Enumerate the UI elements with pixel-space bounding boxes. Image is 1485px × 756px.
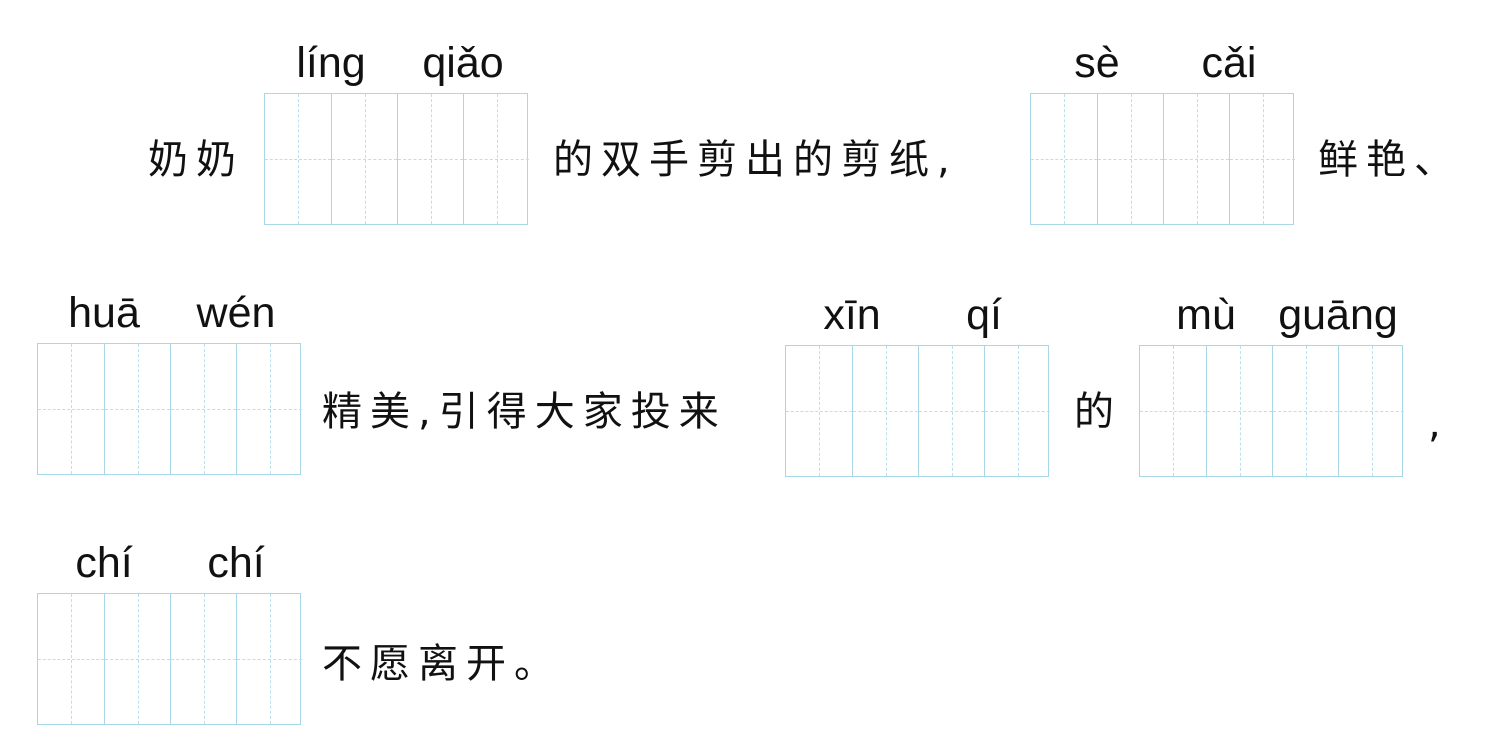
grid-cell xyxy=(1163,94,1229,224)
grid-cell xyxy=(984,346,1050,476)
pinyin-mu: mù xyxy=(1176,291,1236,339)
pinyin-xin: xīn xyxy=(823,291,881,339)
answer-grid-muguang[interactable] xyxy=(1139,345,1404,477)
sentence-text-2b: 的 xyxy=(1074,389,1122,435)
sentence-text-1b: 的双手剪出的剪纸, xyxy=(553,137,958,183)
pinyin-ling: líng xyxy=(296,39,366,87)
answer-grid-secai[interactable] xyxy=(1030,93,1295,225)
pinyin-chi-2: chí xyxy=(207,539,265,587)
grid-cell xyxy=(170,594,236,724)
grid-cell xyxy=(1140,346,1206,476)
sentence-text-2c: , xyxy=(1428,401,1449,447)
grid-cell xyxy=(265,94,331,224)
grid-cell xyxy=(397,94,463,224)
grid-cell xyxy=(1206,346,1272,476)
sentence-text-1c: 鲜艳、 xyxy=(1318,137,1462,183)
pinyin-chi-1: chí xyxy=(75,539,133,587)
grid-cell xyxy=(104,344,170,474)
grid-cell xyxy=(1229,94,1295,224)
grid-cell xyxy=(852,346,918,476)
grid-cell xyxy=(1097,94,1163,224)
pinyin-hua: huā xyxy=(68,289,140,337)
answer-grid-xinqi[interactable] xyxy=(785,345,1050,477)
grid-cell xyxy=(170,344,236,474)
grid-cell xyxy=(38,594,104,724)
pinyin-cai: cǎi xyxy=(1201,39,1257,87)
grid-cell xyxy=(918,346,984,476)
answer-grid-lingqiao[interactable] xyxy=(264,93,529,225)
grid-cell xyxy=(1338,346,1404,476)
sentence-text-1a: 奶奶 xyxy=(148,137,244,183)
pinyin-qi: qí xyxy=(966,291,1002,339)
grid-cell xyxy=(786,346,852,476)
pinyin-wen: wén xyxy=(196,289,276,337)
pinyin-qiao: qiǎo xyxy=(422,39,504,87)
grid-cell xyxy=(104,594,170,724)
grid-cell xyxy=(463,94,529,224)
grid-cell xyxy=(236,594,302,724)
grid-cell xyxy=(38,344,104,474)
pinyin-se: sè xyxy=(1074,39,1120,87)
grid-cell xyxy=(1272,346,1338,476)
grid-cell xyxy=(236,344,302,474)
answer-grid-chichi[interactable] xyxy=(37,593,302,725)
sentence-text-2a: 精美,引得大家投来 xyxy=(322,389,727,435)
grid-cell xyxy=(1031,94,1097,224)
grid-cell xyxy=(331,94,397,224)
answer-grid-huawen[interactable] xyxy=(37,343,302,475)
pinyin-guang: guāng xyxy=(1278,291,1398,339)
sentence-text-3a: 不愿离开。 xyxy=(322,641,562,687)
